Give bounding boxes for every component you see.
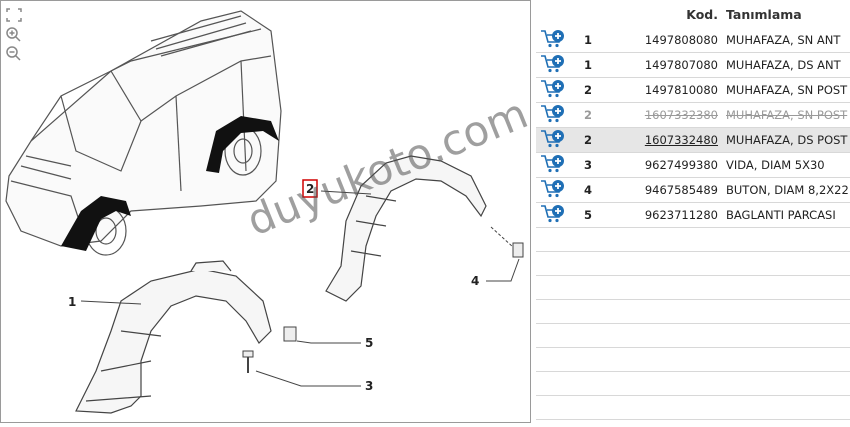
part-code[interactable]: 1497810080	[628, 77, 726, 103]
empty-table-row	[536, 227, 850, 252]
part-2-rear-liner[interactable]	[325, 155, 487, 302]
add-to-cart-icon[interactable]	[536, 28, 580, 53]
add-to-cart-icon[interactable]	[536, 77, 580, 103]
callout-4[interactable]: 4	[471, 274, 479, 288]
part-code[interactable]: 1497808080	[628, 28, 726, 53]
header-description: Tanımlama	[726, 6, 802, 22]
row-callout-number: 1	[580, 52, 628, 78]
header-cart	[536, 0, 580, 28]
vehicle-illustration	[5, 10, 282, 256]
header-code: Kod.	[686, 6, 718, 22]
row-callout-number: 2	[580, 77, 628, 103]
rear-arch-highlight	[206, 116, 279, 173]
part-description: MUHAFAZA, SN POST	[726, 77, 850, 103]
empty-table-row	[536, 299, 850, 324]
add-to-cart-icon[interactable]	[536, 202, 580, 228]
row-callout-number: 3	[580, 152, 628, 178]
row-callout-number: 4	[580, 177, 628, 203]
part-5-fixing[interactable]	[283, 326, 297, 342]
empty-table-row	[536, 275, 850, 300]
part-code[interactable]: 1607332480	[628, 127, 726, 153]
add-to-cart-icon[interactable]	[536, 127, 580, 153]
callout-2[interactable]: 2	[306, 182, 314, 196]
header-qty	[580, 0, 628, 28]
row-callout-number: 1	[580, 28, 628, 53]
add-to-cart-icon[interactable]	[536, 102, 580, 128]
part-description: BAGLANTI PARCASI	[726, 202, 850, 228]
part-description: MUHAFAZA, DS ANT	[726, 52, 850, 78]
part-description: MUHAFAZA, SN POST	[726, 102, 850, 128]
add-to-cart-icon[interactable]	[536, 152, 580, 178]
table-header-row: Kod. Tanımlama	[536, 0, 850, 28]
part-1-front-liner[interactable]	[75, 260, 272, 414]
leader-lines	[80, 190, 520, 387]
part-description: BUTON, DIAM 8,2X22	[726, 177, 850, 203]
add-to-cart-icon[interactable]	[536, 177, 580, 203]
zoom-out-icon[interactable]	[5, 46, 23, 62]
row-callout-number: 2	[580, 102, 628, 128]
zoom-in-icon[interactable]	[5, 27, 23, 43]
row-callout-number: 5	[580, 202, 628, 228]
empty-table-row	[536, 251, 850, 276]
parts-diagram: 1 2 3 4 5	[5, 10, 524, 414]
part-code[interactable]: 1497807080	[628, 52, 726, 78]
exploded-diagram-panel: 1 2 3 4 5	[0, 0, 531, 423]
part-code[interactable]: 9627499380	[628, 152, 726, 178]
part-description: MUHAFAZA, DS POST	[726, 127, 850, 153]
part-code[interactable]: 9623711280	[628, 202, 726, 228]
part-3-screw[interactable]	[242, 350, 254, 373]
part-code[interactable]: 9467585489	[628, 177, 726, 203]
part-code[interactable]: 1607332380	[628, 102, 726, 128]
part-description: VIDA, DIAM 5X30	[726, 152, 850, 178]
front-arch-highlight	[61, 196, 131, 251]
part-4-button[interactable]	[490, 226, 524, 258]
empty-table-row	[536, 371, 850, 396]
callout-2-highlight-box	[302, 179, 318, 198]
callout-1[interactable]: 1	[68, 295, 76, 309]
callout-5[interactable]: 5	[365, 336, 373, 350]
empty-table-row	[536, 323, 850, 348]
empty-table-row	[536, 347, 850, 372]
add-to-cart-icon[interactable]	[536, 52, 580, 78]
empty-table-row	[536, 395, 850, 420]
callout-3[interactable]: 3	[365, 379, 373, 393]
row-callout-number: 2	[580, 127, 628, 153]
fit-window-icon[interactable]	[5, 7, 23, 23]
part-description: MUHAFAZA, SN ANT	[726, 28, 850, 53]
